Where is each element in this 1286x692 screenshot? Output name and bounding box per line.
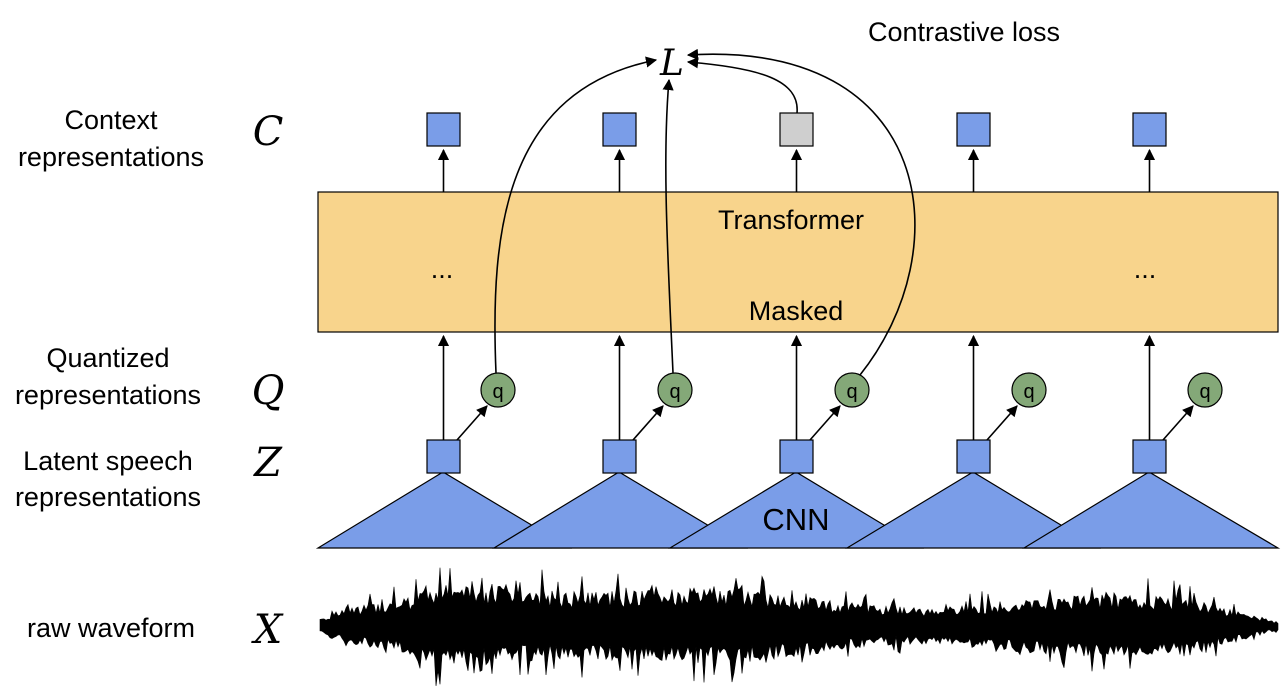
transformer-ellipsis-left: ...: [431, 254, 454, 284]
latent-symbol: Z: [252, 440, 283, 486]
latent-vector: [956, 439, 991, 474]
latent-vector: [1132, 439, 1167, 474]
latent-vector: [779, 439, 814, 474]
context-vector: [956, 112, 991, 147]
loss-curve-q1: [494, 56, 658, 374]
loss-curve-masked: [686, 57, 798, 114]
quantizer-arrow: [1162, 405, 1194, 441]
raw-waveform-label: raw waveform: [27, 613, 195, 643]
quantizer-arrow: [809, 405, 841, 441]
quantizer-node: [834, 372, 870, 408]
loss-connections: [494, 48, 916, 376]
latent-vectors: [426, 439, 1167, 474]
quantizer-arrow: [456, 405, 488, 441]
quantizer-node: [1187, 372, 1223, 408]
cnn-encoder: [491, 471, 749, 549]
context-label-line1: Context: [64, 105, 158, 135]
loss-symbol: L: [659, 43, 684, 84]
context-symbol: C: [253, 109, 284, 155]
cnn-encoder: [667, 471, 925, 549]
quantized-label-line1: Quantized: [46, 343, 169, 373]
quantizer-label: q: [669, 381, 680, 403]
quantizer-arrow: [986, 405, 1018, 441]
latent-vector: [602, 439, 637, 474]
cnn-encoder: [844, 471, 1102, 549]
loss-curve-q3: [686, 48, 916, 376]
transformer-output-arrows: [437, 148, 1156, 192]
quantizer-node: [480, 372, 516, 408]
context-label-line2: representations: [18, 142, 204, 172]
context-vector-masked: [779, 112, 814, 147]
quantized-symbol: Q: [252, 368, 285, 414]
latent-input-arrows: [437, 334, 1156, 440]
context-vector: [426, 112, 461, 147]
context-vectors: [426, 112, 1167, 147]
context-vector: [602, 112, 637, 147]
context-vector: [1132, 112, 1167, 147]
contrastive-loss-label: Contrastive loss: [868, 17, 1060, 47]
quantizer-label: q: [1023, 381, 1034, 403]
raw-symbol: X: [251, 607, 284, 653]
cnn-encoder: [1021, 471, 1281, 549]
quantizer-node: [1011, 372, 1047, 408]
quantizer-arrows: [456, 405, 1194, 441]
transformer-masked-label: Masked: [749, 296, 844, 326]
transformer-title: Transformer: [718, 205, 864, 235]
quantizers: q q q q q: [480, 372, 1223, 408]
loss-curve-q2: [662, 78, 674, 374]
cnn-encoders: [315, 471, 1281, 549]
quantizer-label: q: [846, 381, 857, 403]
latent-label-line2: representations: [15, 482, 201, 512]
latent-vector: [426, 439, 461, 474]
cnn-label: CNN: [762, 502, 829, 537]
quantized-label-line2: representations: [15, 380, 201, 410]
cnn-encoder: [315, 471, 573, 549]
transformer-block: [317, 191, 1279, 333]
transformer-ellipsis-right: ...: [1134, 254, 1157, 284]
quantizer-label: q: [1199, 381, 1210, 403]
latent-label-line1: Latent speech: [23, 446, 193, 476]
quantizer-node: [657, 372, 693, 408]
quantizer-arrow: [632, 405, 664, 441]
quantizer-label: q: [492, 381, 503, 403]
raw-waveform: [319, 567, 1279, 686]
